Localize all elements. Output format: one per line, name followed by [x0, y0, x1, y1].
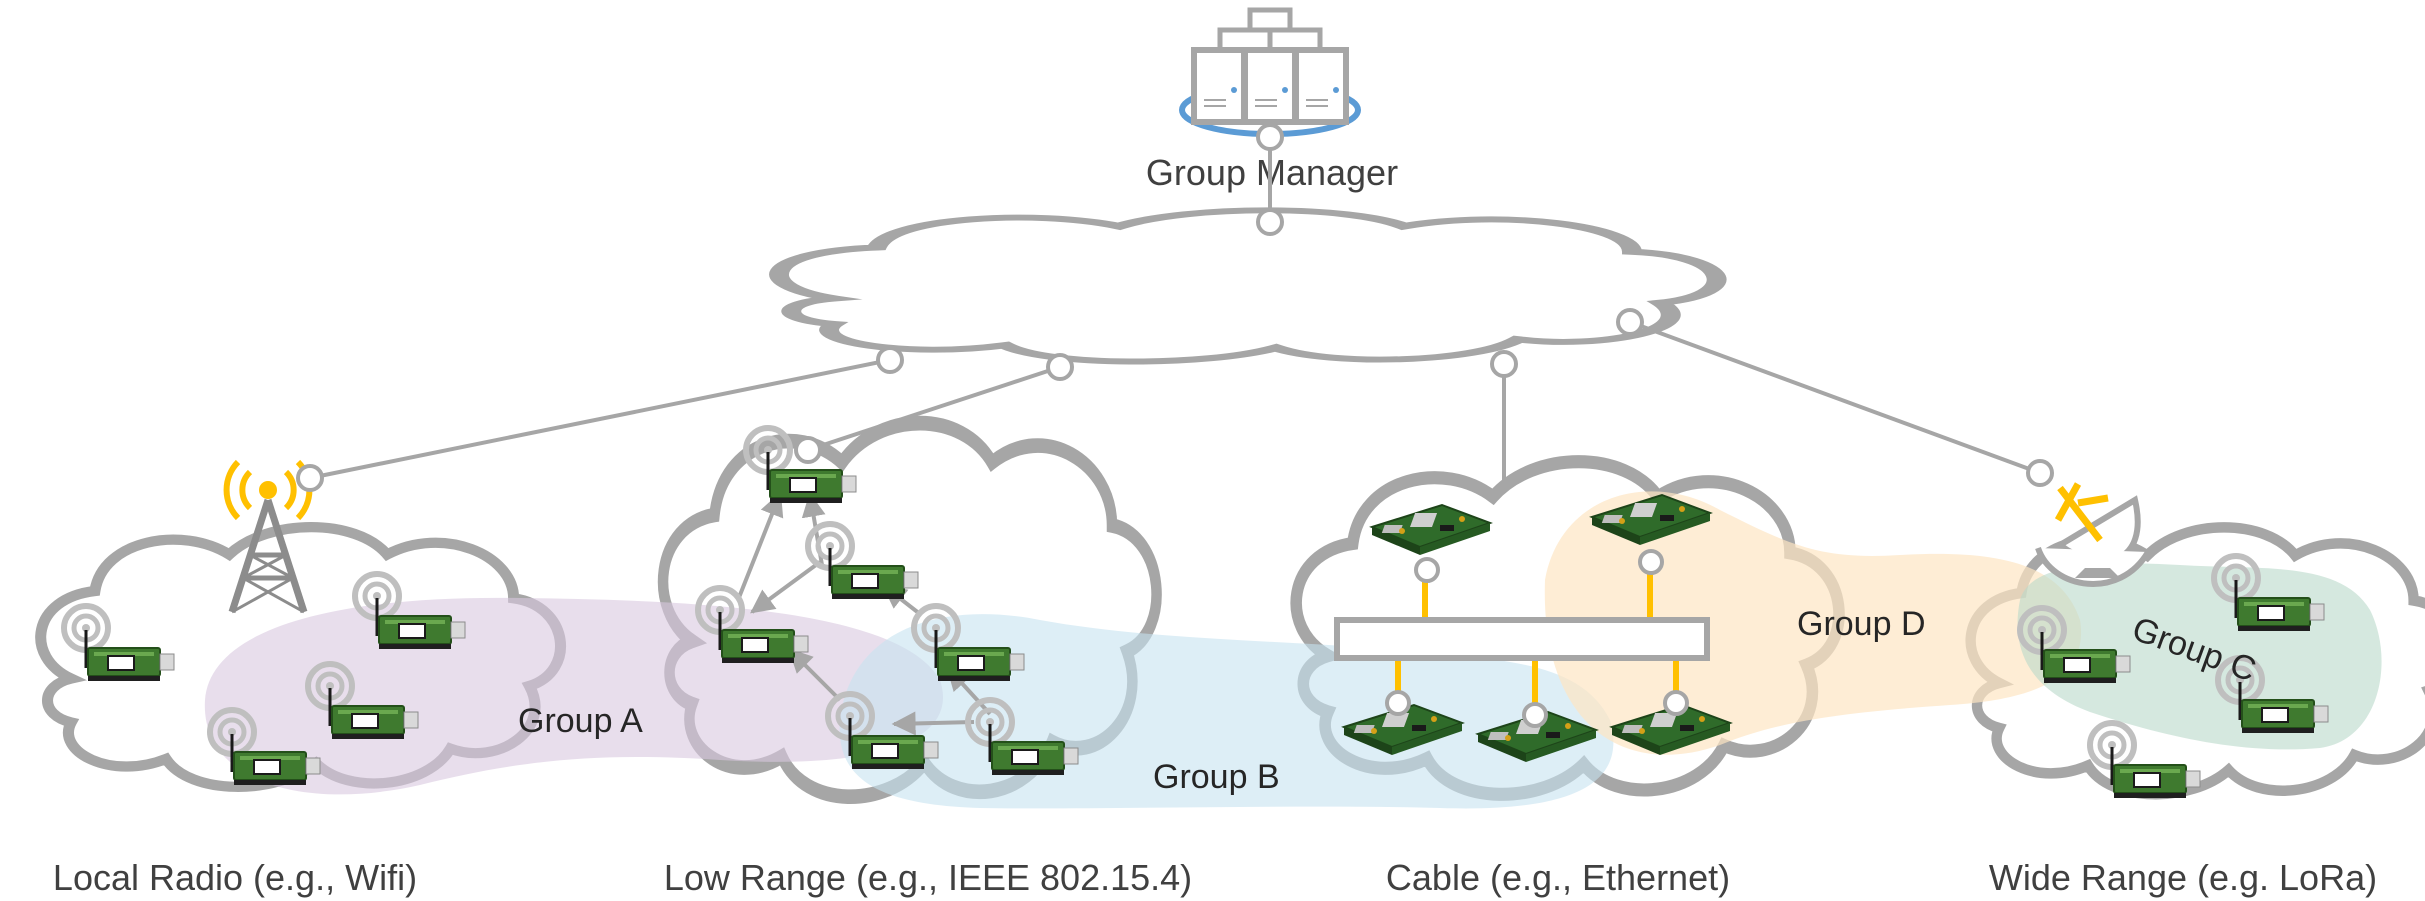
group-a-label: Group A — [518, 702, 643, 740]
group-b-label: Group B — [1153, 758, 1280, 796]
low-range-caption: Low Range (e.g., IEEE 802.15.4) — [664, 857, 1192, 898]
radio-tower-icon — [223, 459, 313, 614]
connection-ports — [296, 123, 2054, 492]
local-radio-caption: Local Radio (e.g., Wifi) — [53, 857, 417, 898]
group-manager: Group Manager — [1146, 7, 1398, 193]
wide-range-caption: Wide Range (e.g. LoRa) — [1989, 857, 2377, 898]
core-network-cloud — [779, 210, 1717, 361]
group-manager-label: Group Manager — [1146, 152, 1398, 193]
group-d-label: Group D — [1797, 605, 1926, 643]
cable-caption: Cable (e.g., Ethernet) — [1386, 857, 1730, 898]
cable-ports — [1385, 549, 1689, 728]
server-rack-icon — [1179, 7, 1361, 137]
satellite-dish-icon — [2035, 482, 2151, 587]
